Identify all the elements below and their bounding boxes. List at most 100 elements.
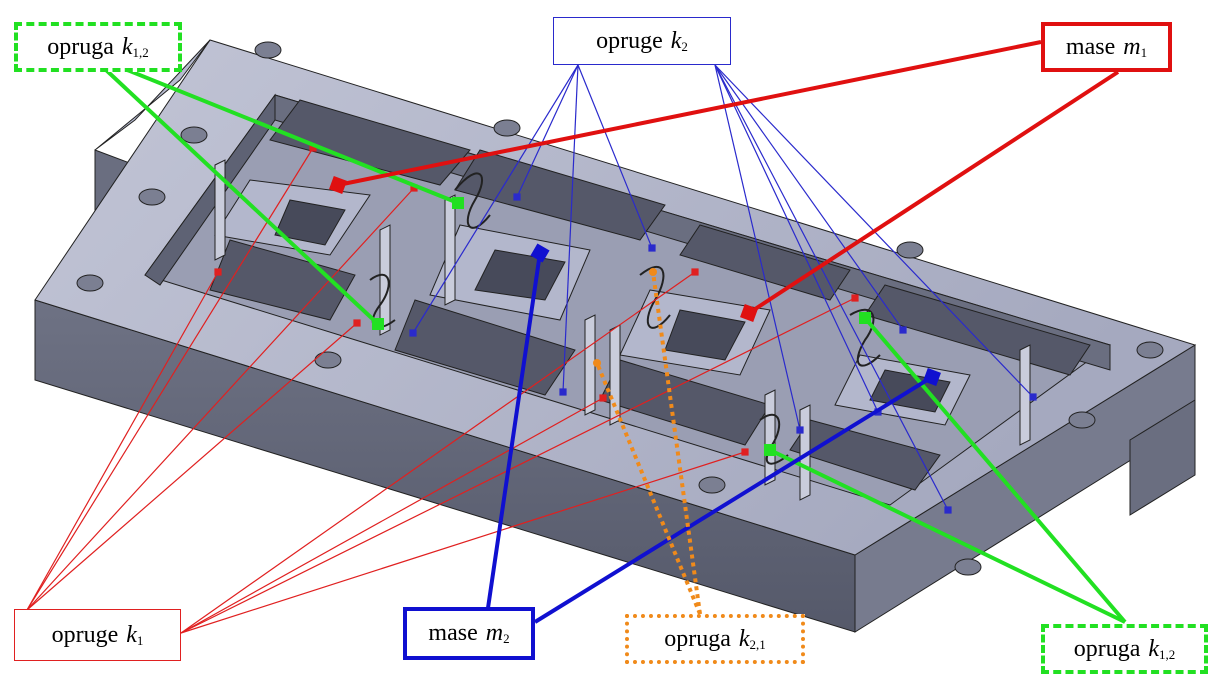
mounting-hole [1136,341,1164,359]
label-subscript: 2,1 [749,636,766,652]
leader-k21 [595,362,702,615]
leader-k1-dot [851,294,859,302]
label-subscript: 2 [681,38,688,54]
leader-k1 [26,271,219,611]
leader-m2 [486,252,542,609]
leader-k1 [26,187,415,611]
label-word: opruge [51,621,119,648]
leaders-m1 [329,40,1120,322]
leader-k1-dot [691,268,699,276]
block-right-tab [1129,399,1196,516]
label-var-letter: m [485,620,504,646]
leader-k21-dot [593,359,601,367]
leader-k2-dot [944,506,952,514]
leader-k1 [180,397,604,634]
spring-wall [764,389,776,486]
cell [599,359,771,446]
label-spring-k21: opruga k2,1 [625,614,805,664]
spring-wall [1019,344,1031,446]
label-word: opruge [596,27,663,54]
leader-k1 [26,147,314,611]
leaders-k12 [88,53,1127,624]
label-variable: k2 [671,28,688,55]
leader-k12-dot [452,197,464,209]
cell [789,419,941,491]
label-subscript: 1,2 [132,44,149,60]
label-word: opruga [1073,635,1141,662]
mounting-hole [896,241,924,259]
leader-k2 [516,64,579,198]
label-variable: m1 [1123,34,1147,61]
leader-k1 [180,297,856,634]
mounting-holes [76,41,1164,576]
leader-k2 [577,64,653,249]
label-var-letter: m [1123,33,1141,60]
label-variable: k1,2 [122,34,149,61]
leader-k21 [651,271,702,615]
leader-m1-dot [329,176,347,194]
spring-wall [214,159,226,261]
leader-k2 [412,64,579,334]
label-spring-k12-bottom-right: opruga k1,2 [1041,624,1208,674]
mounting-hole [138,188,166,206]
label-var-letter: k [670,27,682,54]
leader-k21-dot [649,268,657,276]
label-springs-k1: opruge k1 [14,609,181,661]
mounting-hole [76,274,104,292]
label-word: opruga [47,33,114,60]
s-spring [454,172,491,229]
leader-k2-dot [1029,393,1037,401]
mass-window [664,309,746,361]
leader-k12 [863,316,1127,624]
pocket-left-wall [144,93,276,286]
leader-m2 [533,375,934,624]
mounting-hole [1068,411,1096,429]
spring-walls [214,159,1031,501]
s-spring [849,308,881,367]
leader-k1-dot [214,268,222,276]
leader-k2-dot [409,329,417,337]
label-spring-k12-top-left: opruga k1,2 [14,22,182,72]
mounting-hole [954,558,982,576]
leader-k1-dot [353,319,361,327]
leader-k12-dot [764,444,776,456]
mounting-hole [493,119,521,137]
spring-wall [584,314,596,416]
leader-k1-dot [741,448,749,456]
cell [454,149,666,241]
label-var-letter: k [1148,635,1160,662]
leader-m1-dot [740,304,758,322]
label-word: opruga [664,625,731,652]
label-subscript: 2 [503,631,510,646]
leaders-k2 [409,64,1037,514]
leader-k1-dot [599,394,607,402]
leader-m2-dot [923,368,941,386]
mounting-hole [698,476,726,494]
leader-k2 [714,64,801,431]
leader-k2-dot [559,388,567,396]
leaders-k21 [593,268,702,615]
label-springs-k2: opruge k2 [553,17,731,65]
leader-k12-dot [859,312,871,324]
leader-k2-dot [513,193,521,201]
cell [679,224,851,301]
label-subscript: 1 [136,632,144,648]
leaders-m2 [486,243,941,624]
label-var-letter: k [738,625,750,652]
leader-m1 [337,40,1042,187]
cell [269,99,471,186]
mounting-hole [314,351,342,369]
spring-wall [379,224,391,336]
label-masses-m2: mase m2 [403,607,535,660]
leader-k2 [714,64,879,413]
block-top-left-tab [94,39,211,151]
leader-k12 [89,53,459,205]
spring-wall [444,194,456,306]
cells [209,99,1091,491]
cell [864,284,1091,376]
leader-k2-dot [648,244,656,252]
label-masses-m1: mase m1 [1041,22,1172,72]
label-word: mase [428,620,478,646]
label-var-letter: k [126,621,137,648]
